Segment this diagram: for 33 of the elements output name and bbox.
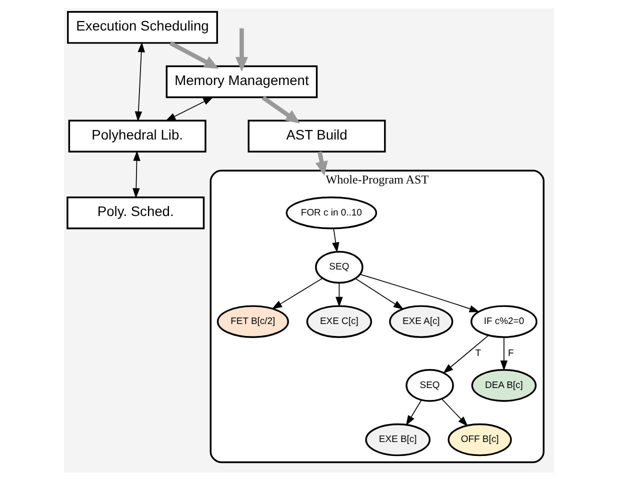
arrow [442,334,490,374]
node-ellipse: EXE A[c] [389,305,454,338]
node-box: Memory Management [166,65,318,98]
arrow [332,228,340,253]
arrow [315,151,328,176]
edge-label: F [508,348,514,359]
node-ellipse: EXE C[c] [306,305,372,338]
node-box: Poly. Sched. [66,196,205,230]
arrow [336,282,343,308]
arrow [262,96,300,124]
arrow [354,278,404,310]
arrow [500,336,508,371]
arrow [441,398,468,426]
node-box: AST Build [248,120,386,152]
node-ellipse: DEA B[c] [471,369,537,402]
node-ellipse: SEQ [406,369,454,402]
node-ellipse: OFF B[c] [448,423,512,456]
arrow [406,400,422,426]
node-ellipse: EXE B[c] [365,423,431,456]
arrow [169,41,219,69]
node-ellipse: IF c%2=0 [470,305,538,338]
arrow [360,274,480,312]
arrow [134,42,145,122]
arrow [165,96,214,122]
node-ellipse: SEQ [315,250,364,284]
arrow [132,150,140,199]
node-box: Execution Scheduling [67,11,218,44]
node-ellipse: FET B[c/2] [216,305,289,338]
arrow [235,28,248,72]
node-ellipse: FOR c in 0..10 [286,196,378,230]
edge-label: T [475,348,481,359]
node-box: Polyhedral Lib. [68,120,206,152]
arrow [272,278,323,310]
